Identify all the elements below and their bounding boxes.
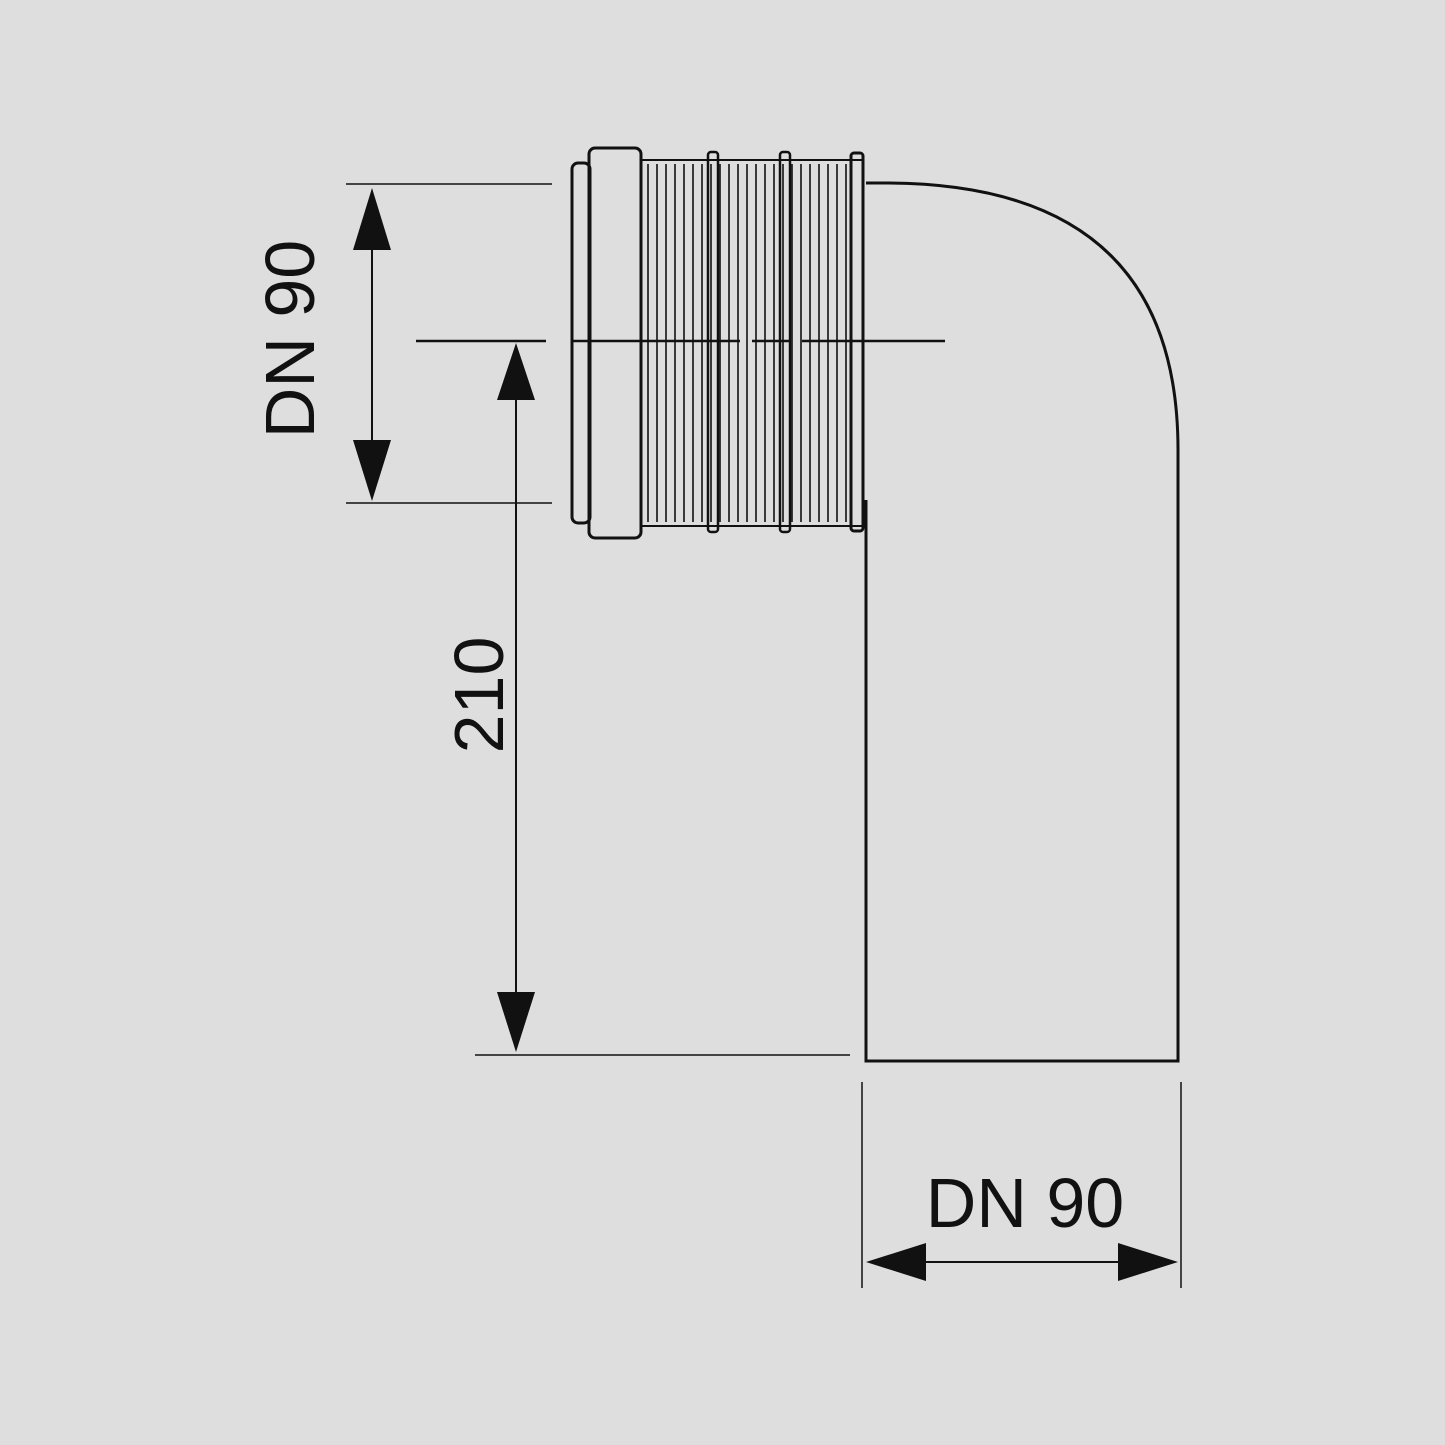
dimension-outlet-diameter: DN 90 [861, 1082, 1182, 1288]
arrow-left [866, 1243, 926, 1281]
dimension-socket-diameter: DN 90 [251, 183, 552, 504]
arrow-up [353, 188, 391, 250]
bend-outer-contour [864, 181, 1180, 1063]
arrow-down [497, 992, 535, 1052]
arrow-up [497, 343, 535, 400]
pipe-bend [864, 181, 1180, 1063]
socket-ribs [647, 150, 847, 534]
label-outlet-diameter: DN 90 [926, 1164, 1124, 1242]
arrow-right [1118, 1243, 1178, 1281]
label-socket-diameter: DN 90 [251, 240, 329, 438]
label-center-height: 210 [440, 637, 518, 754]
ribbed-socket [570, 146, 865, 540]
arrow-down [353, 440, 391, 501]
dimension-center-height: 210 [440, 343, 850, 1056]
